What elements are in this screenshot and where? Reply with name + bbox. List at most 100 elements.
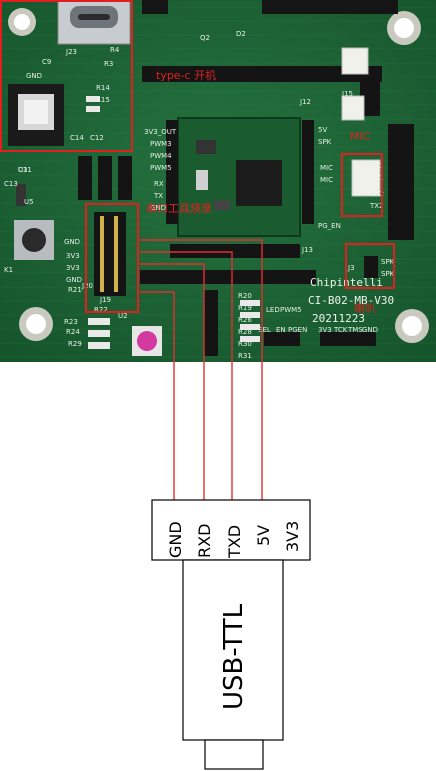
mounting-hole <box>19 307 53 341</box>
r15-label: R15 <box>96 96 110 104</box>
rgb-led <box>132 326 162 356</box>
adapter-pin-5v: 5V <box>254 525 273 546</box>
resistor-label: R23 <box>64 318 78 326</box>
resistor-label: R21 <box>68 286 82 294</box>
c11-label: C11 <box>18 166 32 174</box>
smd-resistors <box>16 96 260 349</box>
resistor-label: R19 <box>238 304 252 312</box>
right-header <box>388 124 414 240</box>
mic-annotation-label: MIC <box>350 130 371 143</box>
adapter-pin-3v3: 3V3 <box>283 521 302 552</box>
usb-typec-connector <box>57 0 131 45</box>
side-header <box>98 156 112 200</box>
adapter-usb-plug <box>204 739 264 770</box>
typec-annotation-box <box>0 0 133 152</box>
pin-label: SPK <box>381 270 395 278</box>
j23-label: J23 <box>65 48 77 56</box>
bottom-pin-label: PGEN <box>288 326 307 334</box>
adapter-pin-rxd: RXD <box>195 524 214 558</box>
resistor-label: R24 <box>66 328 80 336</box>
module-left-header <box>166 120 178 224</box>
bottom-pin-label: PWM5 <box>280 306 302 314</box>
pin-label: PWM4 <box>150 152 172 160</box>
q2-label: Q2 <box>200 34 210 42</box>
pin-label: 5V <box>318 126 327 134</box>
resistor-label: R22 <box>94 306 108 314</box>
wire-gnd <box>140 291 175 500</box>
pin-label: PWM5 <box>150 164 172 172</box>
pin-label: RX1 <box>370 174 384 182</box>
pin-label: SPK <box>381 258 395 266</box>
bottom-pin-label: SEL <box>258 326 271 334</box>
j13-label: J13 <box>301 246 313 254</box>
side-header <box>78 156 92 200</box>
mounting-hole <box>8 8 36 36</box>
pcb-board: J23 GND GND 3V3 3V3 GND 3V3_OUT PWM3 PWM… <box>0 0 436 362</box>
wire-5v <box>140 239 263 500</box>
bottom-pin-label: GND <box>362 326 378 334</box>
resistor-label: R28 <box>238 328 252 336</box>
resistor-label: R29 <box>68 340 82 348</box>
side-header <box>118 156 132 200</box>
annotation-boxes <box>0 0 395 313</box>
mounting-hole <box>395 309 429 343</box>
u3-label: U3 <box>18 166 28 174</box>
annotation-labels: type-c 开机 MIC 串口工具烧录 喇叭 <box>146 68 376 315</box>
resistor-label: R30 <box>238 340 252 348</box>
board-date: 20211223 <box>312 312 365 325</box>
adapter-pin-gnd: GND <box>166 521 185 558</box>
board-model: CI-B02-MB-V30 <box>308 294 394 307</box>
resistor-label: R31 <box>238 352 252 360</box>
bottom-pin-label: EN <box>276 326 286 334</box>
speaker-annotation-label: 喇叭 <box>354 301 376 315</box>
pin-label: TX2 <box>369 202 384 210</box>
power-switch <box>8 84 64 146</box>
reset-button <box>14 220 54 260</box>
j19-label: J19 <box>99 296 111 304</box>
d2-label: D2 <box>236 30 246 38</box>
pin-label: MIC <box>320 176 333 184</box>
mounting-hole <box>387 11 421 45</box>
c14-label: C14 <box>70 134 84 142</box>
silkscreen: J23 GND GND 3V3 3V3 GND 3V3_OUT PWM3 PWM… <box>4 30 395 360</box>
wire-txd <box>140 251 233 500</box>
serial-pin-header <box>94 212 126 296</box>
r4-label: R4 <box>110 46 120 54</box>
pin-label: SPK <box>318 138 332 146</box>
resistor-label: R20 <box>238 292 252 300</box>
right-header <box>360 78 380 116</box>
r14-label: R14 <box>96 84 110 92</box>
typec-annotation-label: type-c 开机 <box>156 68 216 82</box>
r3-label: R3 <box>104 60 113 68</box>
wire-rxd <box>140 263 205 500</box>
jst-connector <box>341 47 369 75</box>
j12-label: J12 <box>299 98 311 106</box>
module-right-header <box>302 120 314 224</box>
adapter-pin-txd: TXD <box>225 525 244 559</box>
c9-label: C9 <box>42 58 51 66</box>
pin-label: GND <box>66 276 82 284</box>
bottom-pin-label: TMS <box>347 326 363 334</box>
serial-annotation-box <box>85 203 139 313</box>
core-module <box>177 117 301 237</box>
j3-label: J3 <box>347 264 355 272</box>
mic-annotation-box <box>341 153 383 217</box>
u2-label: U2 <box>118 312 128 320</box>
wires <box>140 239 263 500</box>
mic-connector <box>351 159 381 197</box>
adapter-pin-block <box>151 499 311 561</box>
pin-label: MIC <box>320 164 333 172</box>
pin-label: TX1 <box>369 162 384 170</box>
speaker-jumper <box>364 256 378 278</box>
pin-label: 3V3 <box>66 264 80 272</box>
bottom-header <box>320 332 376 346</box>
pin-label: TX <box>153 192 163 200</box>
c12-label: C12 <box>90 134 104 142</box>
adapter-pin-labels: GND RXD TXD 5V 3V3 <box>166 521 302 559</box>
pin-label: GND <box>150 204 166 212</box>
bottom-header <box>204 290 218 356</box>
pin-label: RX <box>154 180 164 188</box>
pin-label: 3V3 <box>66 252 80 260</box>
pin-label: GND <box>64 238 80 246</box>
